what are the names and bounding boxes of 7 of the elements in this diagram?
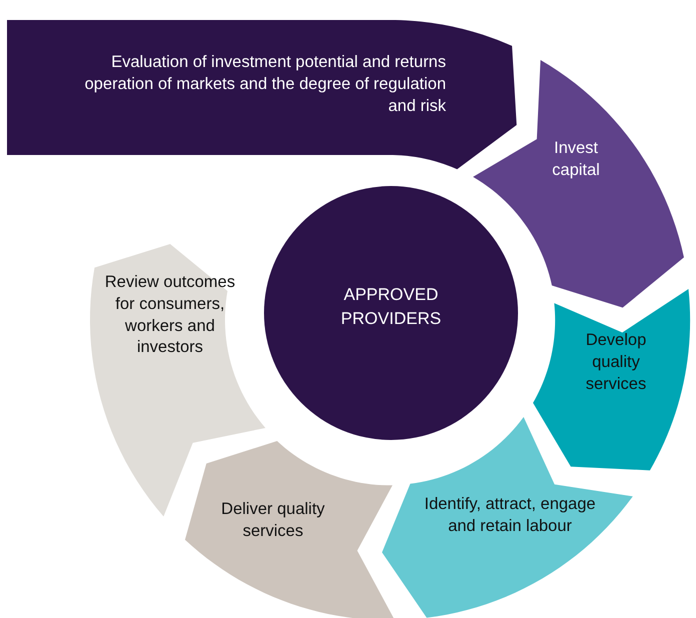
center-label: APPROVED PROVIDERS: [340, 284, 442, 330]
segment-label: Invest capital: [551, 138, 601, 181]
segment-label: Review outcomes for consumers, workers and investors: [104, 272, 236, 358]
segment-label: Identify, attract, engage and retain labour: [423, 494, 597, 537]
segment-label: Evaluation of investment potential and returns operation of markets and the degree of regulation and risk: [84, 52, 446, 117]
segment-label: Deliver quality services: [220, 498, 326, 542]
segment-label: Develop quality services: [584, 330, 648, 395]
